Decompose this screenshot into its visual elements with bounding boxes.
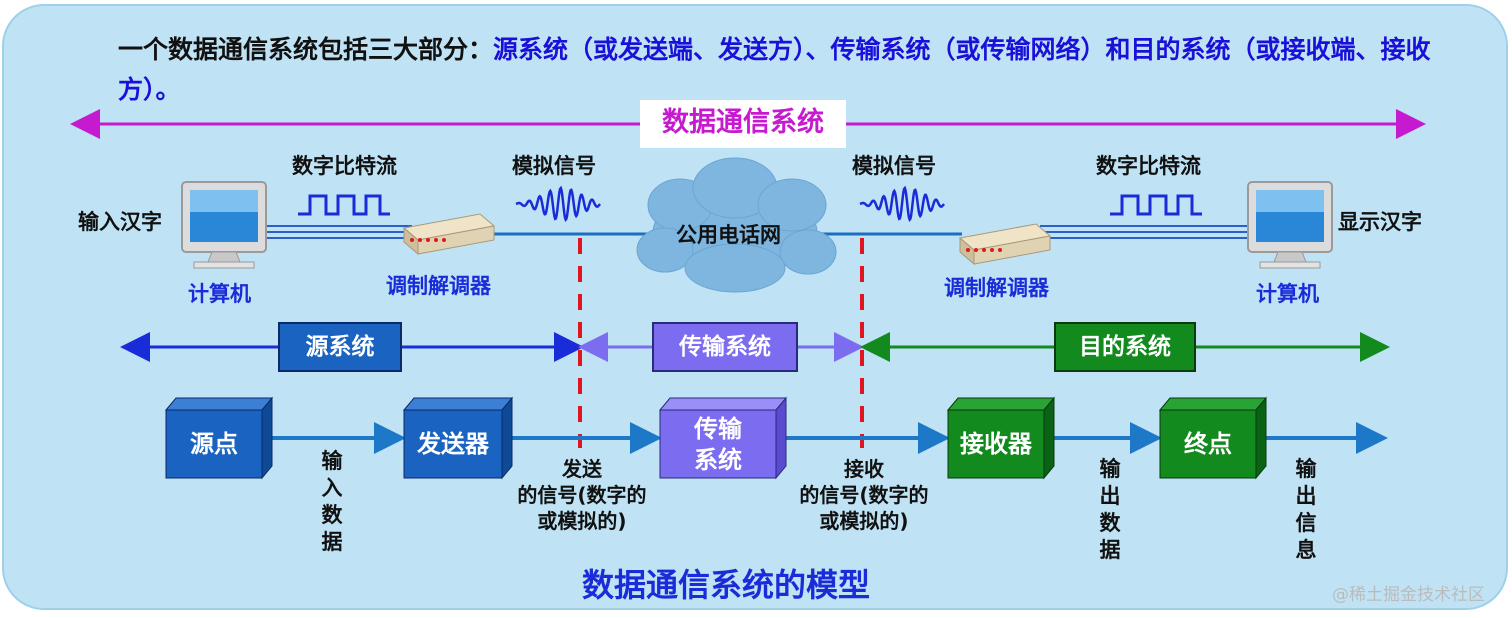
- source-system-tag: 源系统: [278, 322, 402, 372]
- block-transmitter: [402, 396, 514, 480]
- system-title: 数据通信系统: [640, 100, 846, 148]
- intro-rest: 源系统（或发送端、发送方）、传输系统（或传输网络）和目的系统（或接收端、接收方）…: [118, 35, 1431, 104]
- square-wave-left: [298, 194, 390, 216]
- modem-right-icon: [958, 223, 1052, 266]
- sent-signal-line1: 发送: [562, 457, 602, 481]
- computer-right-icon: [1247, 181, 1333, 269]
- transmission-system-tag: 传输系统: [652, 322, 798, 372]
- input-text-label: 输入汉字: [78, 210, 162, 234]
- analog-wave-right: [859, 185, 945, 223]
- analog-signal-right-label: 模拟信号: [852, 154, 936, 178]
- sink-label: 终点: [1184, 430, 1232, 458]
- modem-left-icon: [402, 213, 496, 256]
- network-label: 公用电话网: [676, 223, 781, 247]
- recv-signal-line3: 或模拟的): [819, 509, 909, 533]
- destination-system-tag: 目的系统: [1054, 322, 1196, 372]
- recv-signal-line2: 的信号(数字的: [799, 483, 929, 507]
- digital-link-left: [262, 225, 412, 239]
- block-source-point: [164, 396, 274, 480]
- modem-left-label: 调制解调器: [386, 274, 491, 298]
- footer-title: 数据通信系统的模型: [582, 566, 871, 604]
- digital-bitstream-right-label: 数字比特流: [1096, 154, 1201, 178]
- square-wave-right: [1110, 194, 1202, 216]
- transmission-label-line2: 系统: [694, 446, 742, 474]
- block-receiver: [946, 396, 1056, 480]
- block-sink: [1158, 396, 1268, 480]
- transmission-label-line1: 传输: [694, 415, 742, 443]
- watermark: @稀土掘金技术社区: [1332, 585, 1485, 605]
- computer-left-label: 计算机: [188, 282, 251, 306]
- sent-signal-line3: 或模拟的): [537, 509, 627, 533]
- output-data-label: 输出数据: [1099, 457, 1121, 562]
- computer-left-icon: [181, 181, 267, 269]
- sent-signal-line2: 的信号(数字的: [517, 483, 647, 507]
- transmitter-label: 发送器: [417, 430, 489, 458]
- block-transmission: [658, 396, 788, 480]
- recv-signal-line1: 接收: [844, 457, 884, 481]
- input-data-label: 输入数据: [321, 449, 343, 554]
- modem-right-label: 调制解调器: [944, 276, 1049, 300]
- intro-text: 一个数据通信系统包括三大部分：源系统（或发送端、发送方）、传输系统（或传输网络）…: [118, 30, 1438, 110]
- analog-wave-left: [515, 185, 601, 223]
- intro-lead: 一个数据通信系统包括三大部分：: [118, 35, 494, 64]
- analog-signal-left-label: 模拟信号: [512, 154, 596, 178]
- receiver-label: 接收器: [960, 430, 1032, 458]
- output-info-label: 输出信息: [1295, 457, 1317, 562]
- output-text-label: 显示汉字: [1338, 210, 1422, 234]
- cloud-shape: [636, 157, 837, 293]
- computer-right-label: 计算机: [1256, 282, 1319, 306]
- source-point-label: 源点: [190, 430, 238, 458]
- digital-link-right: [1040, 225, 1252, 239]
- digital-bitstream-left-label: 数字比特流: [292, 154, 397, 178]
